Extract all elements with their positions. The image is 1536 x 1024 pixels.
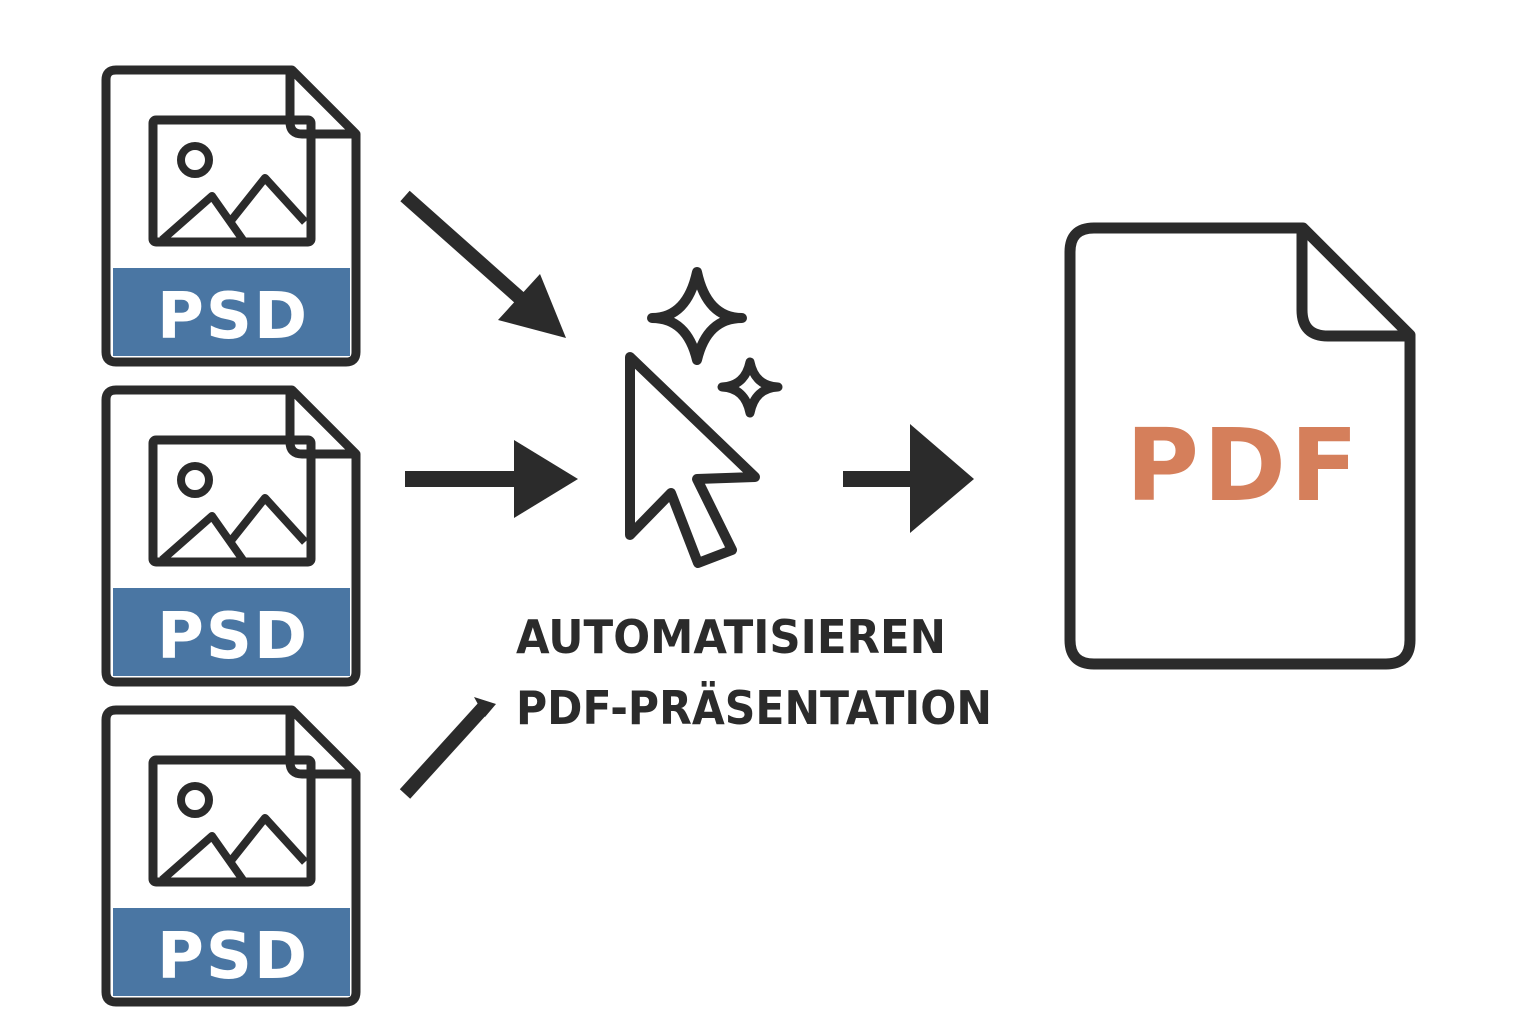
file-outline [101, 65, 361, 367]
psd-file-2: PSD [101, 385, 361, 687]
folded-corner [1296, 232, 1406, 342]
pdf-label: PDF [1126, 407, 1363, 524]
psd-label: PSD [157, 280, 309, 354]
arrow-process-to-pdf [843, 424, 974, 533]
file-outline [101, 385, 361, 687]
image-icon [148, 755, 316, 887]
image-icon [148, 435, 316, 567]
psd-band [113, 268, 350, 356]
image-icon [148, 115, 316, 247]
file-outline [1064, 222, 1416, 670]
small-sparkle-icon [717, 357, 783, 418]
pdf-file: PDF [1064, 222, 1416, 670]
caption-automatisieren: AUTOMATISIEREN [516, 610, 946, 664]
arrow-psd-3-to-process [399, 697, 496, 799]
psd-file-3: PSD [101, 705, 361, 1007]
psd-file-1: PSD [101, 65, 361, 367]
arrow-psd-1-to-process [400, 190, 566, 338]
psd-label: PSD [157, 600, 309, 674]
psd-band [113, 588, 350, 676]
psd-label: PSD [157, 920, 309, 994]
psd-band [113, 908, 350, 996]
cursor-arrow-icon [625, 352, 760, 568]
file-outline [101, 705, 361, 1007]
cursor-sparkle-icon [625, 267, 783, 568]
caption-pdf-praesentation: PDF-PRÄSENTATION [516, 681, 992, 735]
arrow-psd-2-to-process [405, 440, 578, 518]
large-sparkle-icon [647, 267, 747, 365]
